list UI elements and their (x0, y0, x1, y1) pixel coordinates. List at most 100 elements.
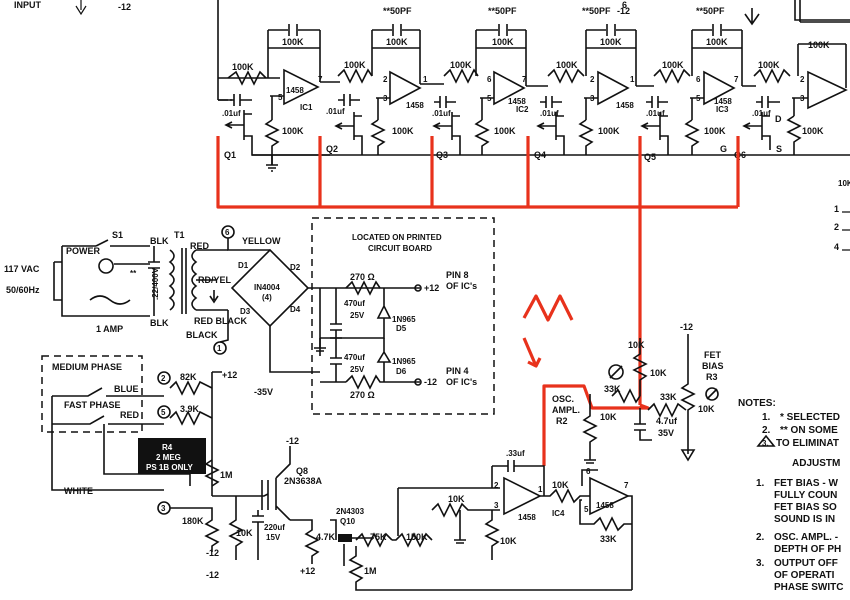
svg-text:R4: R4 (162, 443, 173, 452)
svg-text:2: 2 (590, 75, 595, 84)
svg-text:OUTPUT OFF: OUTPUT OFF (774, 558, 838, 569)
svg-text:IN4004: IN4004 (254, 283, 280, 292)
svg-text:2N3638A: 2N3638A (284, 476, 323, 486)
svg-text:100K: 100K (450, 60, 472, 70)
svg-text:(4): (4) (262, 293, 272, 302)
svg-text:10K: 10K (236, 528, 253, 538)
svg-text:3.9K: 3.9K (180, 404, 200, 414)
svg-text:3.: 3. (756, 558, 765, 569)
svg-text:+12: +12 (300, 566, 315, 576)
svg-text:**50PF: **50PF (488, 6, 517, 16)
op-amp-ic4 (503, 476, 542, 516)
svg-text:1 AMP: 1 AMP (96, 324, 123, 334)
svg-text:OSC. AMPL. -: OSC. AMPL. - (774, 532, 838, 543)
svg-text:D1: D1 (238, 261, 249, 270)
svg-text:100K: 100K (808, 40, 830, 50)
stage-1: 100K 100K 1458 IC1 5 7 100K .01uf Q1 (222, 24, 330, 172)
svg-text:R2: R2 (556, 416, 568, 426)
svg-text:LOCATED ON PRINTED: LOCATED ON PRINTED (352, 233, 442, 242)
svg-text:10K: 10K (500, 536, 517, 546)
svg-text:220uf: 220uf (264, 523, 285, 532)
svg-text:1458: 1458 (714, 97, 732, 106)
svg-text:1458: 1458 (616, 101, 634, 110)
svg-text:5: 5 (161, 408, 166, 417)
svg-text:PHASE SWITC: PHASE SWITC (774, 582, 843, 593)
svg-text:3.: 3. (762, 439, 769, 448)
svg-text:R3: R3 (706, 372, 718, 382)
svg-text:WHITE: WHITE (64, 486, 93, 496)
svg-text:100K: 100K (704, 126, 726, 136)
svg-text:FET BIAS - W: FET BIAS - W (774, 478, 838, 489)
svg-text:100K: 100K (706, 37, 728, 47)
svg-text:D5: D5 (396, 324, 407, 333)
svg-text:2 MEG: 2 MEG (156, 453, 181, 462)
op-amp-ic1 (283, 68, 320, 106)
allpass-stage-chain: INPUT -12 6 100K 100K 1458 IC1 5 7 100K … (14, 0, 850, 172)
svg-text:1.: 1. (762, 412, 771, 423)
svg-text:IC4: IC4 (552, 509, 565, 518)
svg-text:10K: 10K (650, 368, 667, 378)
svg-text:7: 7 (522, 75, 527, 84)
svg-text:100K: 100K (344, 60, 366, 70)
svg-text:.01uf: .01uf (540, 109, 559, 118)
svg-text:CIRCUIT BOARD: CIRCUIT BOARD (368, 244, 432, 253)
svg-text:100K: 100K (232, 62, 254, 72)
stage-4: **50PF -12 100K 100K 1458 2 3 1 100K .01… (526, 6, 637, 160)
svg-text:D: D (775, 114, 782, 124)
stage-6: 100K 100K 2 3 100K .01uf Q6 G D S (720, 40, 848, 160)
svg-text:1: 1 (423, 75, 428, 84)
svg-text:1M: 1M (364, 566, 377, 576)
svg-text:1: 1 (834, 204, 839, 214)
stage-3: **50PF 100K 100K 1458 IC2 6 5 7 100K .01… (420, 6, 529, 160)
lfo-oscillator: -12 Q8 2N3638A 10K 220uf 15V 4.7K +12 -1… (206, 436, 633, 591)
svg-text:D2: D2 (290, 263, 301, 272)
svg-text:1: 1 (538, 485, 543, 494)
svg-text:POWER: POWER (66, 246, 101, 256)
svg-text:FET BIAS SO: FET BIAS SO (774, 502, 837, 513)
power-supply: 117 VAC 50/60Hz S1 POWER 1 AMP ** .22/40… (4, 217, 495, 415)
svg-text:+12: +12 (222, 370, 237, 380)
svg-text:-12: -12 (424, 377, 437, 387)
svg-text:100K: 100K (600, 37, 622, 47)
svg-text:PS 1B ONLY: PS 1B ONLY (146, 463, 193, 472)
svg-text:6: 6 (487, 75, 492, 84)
bias-amplitude: OSC. AMPL. R2 10K 10K 10K 33K 33K 4.7uf … (552, 322, 724, 464)
svg-text:OF IC's: OF IC's (446, 281, 477, 291)
notes-panel: 1 2 4 10K NOTES: 1. * SELECTED 2. ** ON … (738, 0, 850, 593)
svg-text:1458: 1458 (596, 501, 614, 510)
svg-text:.33uf: .33uf (506, 449, 525, 458)
svg-text:DEPTH OF PH: DEPTH OF PH (774, 544, 841, 555)
svg-text:100K: 100K (492, 37, 514, 47)
svg-text:1: 1 (217, 344, 222, 353)
input-label: INPUT (14, 0, 42, 10)
svg-text:**50PF: **50PF (383, 6, 412, 16)
svg-text:2.: 2. (762, 425, 771, 436)
svg-text:100K: 100K (494, 126, 516, 136)
svg-text:1458: 1458 (406, 101, 424, 110)
pcb-boundary (311, 217, 495, 415)
svg-text:50/60Hz: 50/60Hz (6, 285, 40, 295)
svg-text:10K: 10K (838, 179, 850, 188)
svg-text:5: 5 (278, 93, 283, 102)
svg-text:D3: D3 (240, 307, 251, 316)
svg-text:FAST PHASE: FAST PHASE (64, 400, 121, 410)
pilot-lamp-icon (98, 258, 114, 274)
svg-text:** ON SOME: ** ON SOME (780, 425, 838, 436)
svg-text:3: 3 (494, 501, 499, 510)
svg-text:10K: 10K (552, 480, 569, 490)
svg-text:100K: 100K (392, 126, 414, 136)
svg-text:1N965: 1N965 (392, 315, 416, 324)
r4-label-box (138, 438, 206, 474)
ground-symbol (75, 0, 87, 16)
svg-text:100K: 100K (598, 126, 620, 136)
svg-text:100K: 100K (802, 126, 824, 136)
red-arrow-icon (522, 337, 542, 368)
svg-text:D4: D4 (290, 305, 301, 314)
svg-text:OF OPERATI: OF OPERATI (774, 570, 835, 581)
svg-text:33K: 33K (600, 534, 617, 544)
svg-text:MEDIUM PHASE: MEDIUM PHASE (52, 362, 122, 372)
svg-text:4.7K: 4.7K (316, 532, 336, 542)
svg-text:BLK: BLK (150, 236, 169, 246)
svg-text:1: 1 (630, 75, 635, 84)
svg-text:OSC.: OSC. (552, 394, 574, 404)
